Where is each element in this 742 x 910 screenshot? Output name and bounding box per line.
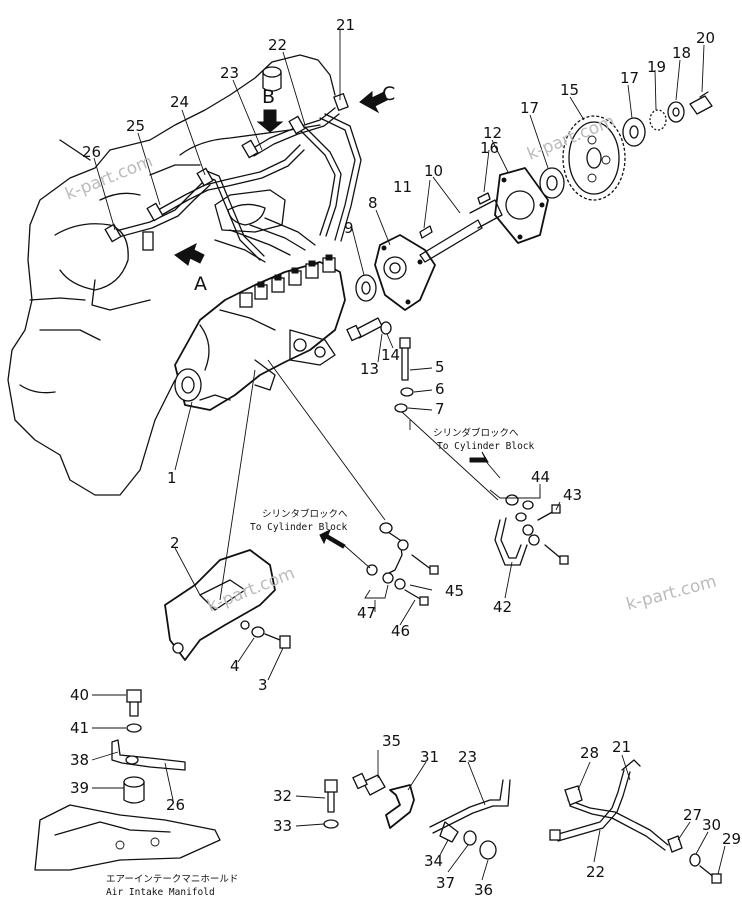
callout-7: 7 [435, 400, 445, 418]
drive-housing [355, 234, 436, 311]
callout-9: 9 [344, 219, 354, 237]
note-cylinder-block-1-en: To Cylinder Block [437, 441, 535, 452]
callout-26b: 26 [166, 796, 185, 814]
callout-33: 33 [273, 817, 292, 835]
callout-15: 15 [560, 81, 579, 99]
bolts-upper [346, 317, 414, 413]
callout-22: 22 [268, 36, 287, 54]
engine-block [7, 54, 336, 496]
callout-1: 1 [167, 469, 177, 487]
view-letter-a: A [194, 273, 207, 295]
callout-38: 38 [70, 751, 89, 769]
note-cylinder-block-2-en: To Cylinder Block [250, 522, 348, 533]
callout-21b: 21 [612, 738, 631, 756]
callout-32: 32 [273, 787, 292, 805]
direction-arrows [174, 90, 501, 569]
view-letter-b: B [262, 86, 275, 108]
callout-26: 26 [82, 143, 101, 161]
leader-lines [93, 30, 705, 681]
callout-23: 23 [220, 64, 239, 82]
callout-17a: 17 [620, 69, 639, 87]
arrow-a-icon [174, 242, 205, 266]
inset-air-intake [34, 689, 221, 871]
callout-numbers: 21 22 23 24 25 26 20 18 19 17 15 12 17 1… [70, 16, 741, 899]
inset-bracket [295, 750, 511, 881]
inset-tube-clamps [549, 754, 726, 884]
callout-4: 4 [230, 657, 240, 675]
callout-27: 27 [683, 806, 702, 824]
callout-19: 19 [647, 58, 666, 76]
callout-46: 46 [391, 622, 410, 640]
oil-tube-assembly [494, 494, 569, 566]
note-manifold-jp: エアーインテークマニホールド [106, 874, 238, 885]
callout-28: 28 [580, 744, 599, 762]
injection-pump [174, 254, 346, 411]
callout-11: 11 [393, 178, 412, 196]
note-cylinder-block-2-jp: シリンタブロックへ [262, 508, 348, 520]
note-manifold-en: Air Intake Manifold [106, 887, 215, 898]
callout-17b: 17 [520, 99, 539, 117]
callout-29: 29 [722, 830, 741, 848]
callout-3: 3 [258, 676, 268, 694]
injection-lines [104, 92, 362, 263]
view-letter-c: C [382, 83, 395, 105]
watermark-3: k-part.com [204, 563, 297, 616]
drive-shaft [419, 192, 503, 263]
gasket [494, 167, 549, 244]
callout-16: 16 [480, 139, 499, 157]
callout-47: 47 [357, 604, 376, 622]
callout-42: 42 [493, 598, 512, 616]
watermark-4: k-part.com [624, 572, 719, 615]
callout-10: 10 [424, 162, 443, 180]
callout-21: 21 [336, 16, 355, 34]
callout-30: 30 [702, 816, 721, 834]
arrow-to-cylinder-block-2-icon [319, 528, 346, 549]
callout-37: 37 [436, 874, 455, 892]
callout-24: 24 [170, 93, 189, 111]
watermarks: k-part.com k-part.com k-part.com k-part.… [62, 111, 718, 616]
gear-assembly [539, 91, 713, 201]
callout-18: 18 [672, 44, 691, 62]
callout-44: 44 [531, 468, 550, 486]
callout-2: 2 [170, 534, 180, 552]
callout-22b: 22 [586, 863, 605, 881]
callout-40: 40 [70, 686, 89, 704]
callout-43: 43 [563, 486, 582, 504]
callout-25: 25 [126, 117, 145, 135]
pump-bracket [164, 549, 291, 661]
callout-41: 41 [70, 719, 89, 737]
arrow-b-icon [256, 109, 284, 133]
callout-6: 6 [435, 380, 445, 398]
callout-14: 14 [381, 346, 400, 364]
callout-35: 35 [382, 732, 401, 750]
arrow-to-cylinder-block-1-icon [469, 451, 489, 463]
callout-20: 20 [696, 29, 715, 47]
callout-45: 45 [445, 582, 464, 600]
arrow-c-icon [359, 90, 388, 114]
callout-5: 5 [435, 358, 445, 376]
callout-36: 36 [474, 881, 493, 899]
callout-34: 34 [424, 852, 443, 870]
callout-39: 39 [70, 779, 89, 797]
note-cylinder-block-1-jp: シリンダブロックへ [433, 427, 519, 439]
return-tube-assembly [366, 522, 439, 606]
callout-8: 8 [368, 194, 378, 212]
callout-31: 31 [420, 748, 439, 766]
callout-23b: 23 [458, 748, 477, 766]
callout-12: 12 [483, 124, 502, 142]
callout-13: 13 [360, 360, 379, 378]
